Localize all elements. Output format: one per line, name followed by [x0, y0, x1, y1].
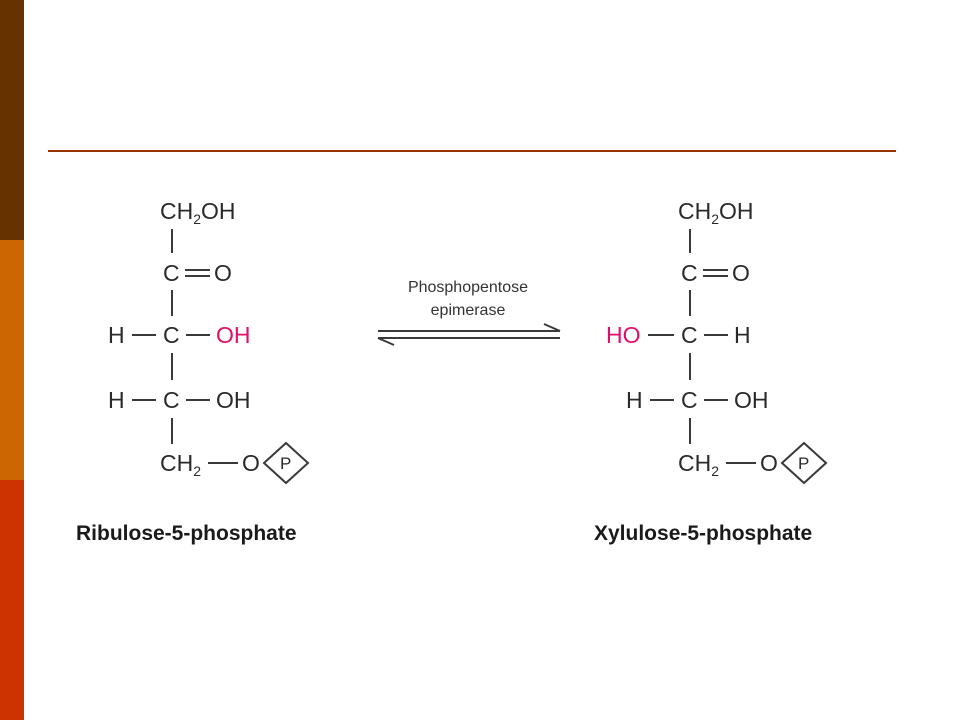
sidebar-accent-bottom	[0, 480, 24, 720]
reactant-c3-carbon: C	[163, 322, 180, 348]
product-phosphate-diamond-icon	[780, 441, 828, 485]
reactant-c3-hydroxyl: OH	[216, 322, 251, 348]
product-c4-left: H	[626, 387, 643, 413]
reactant-phosphate-diamond-icon	[262, 441, 310, 485]
reactant-c4-left: H	[108, 387, 125, 413]
product-c1: CH2OH	[678, 198, 754, 227]
reactant-c1: CH2OH	[160, 198, 236, 227]
product-c2-oxygen: O	[732, 260, 750, 286]
enzyme-name-line2: epimerase	[431, 302, 506, 319]
product-structure: CH2OH C O HO C H H C OH CH2 O P Xylulose…	[594, 198, 828, 545]
product-c2-carbon: C	[681, 260, 698, 286]
product-c3-hydroxyl: HO	[606, 322, 641, 348]
reactant-c5-oxygen: O	[242, 450, 260, 476]
enzyme-name-line1: Phosphopentose	[408, 279, 528, 296]
reactant-c5: CH2	[160, 450, 201, 479]
reverse-arrow-head	[377, 337, 395, 346]
reactant-structure: CH2OH C O H C OH H C OH CH2 O P Ribulose…	[76, 198, 310, 545]
forward-arrow-head	[543, 323, 561, 332]
reactant-c2-oxygen: O	[214, 260, 232, 286]
product-c4-hydroxyl: OH	[734, 387, 769, 413]
sidebar-accent-middle	[0, 240, 24, 480]
reactant-phosphate-label: P	[280, 454, 291, 473]
product-c3-right: H	[734, 322, 751, 348]
product-phosphate-label: P	[798, 454, 809, 473]
title-divider	[48, 150, 896, 152]
reactant-c2-carbon: C	[163, 260, 180, 286]
product-c5: CH2	[678, 450, 719, 479]
product-c3-carbon: C	[681, 322, 698, 348]
product-name: Xylulose-5-phosphate	[594, 522, 812, 545]
reactant-name: Ribulose-5-phosphate	[76, 522, 297, 545]
reactant-c4-carbon: C	[163, 387, 180, 413]
equilibrium-arrow: Phosphopentose epimerase	[377, 279, 561, 346]
product-c4-carbon: C	[681, 387, 698, 413]
reactant-c4-hydroxyl: OH	[216, 387, 251, 413]
sidebar-accent-top	[0, 0, 24, 240]
reactant-c3-left: H	[108, 322, 125, 348]
product-c5-oxygen: O	[760, 450, 778, 476]
